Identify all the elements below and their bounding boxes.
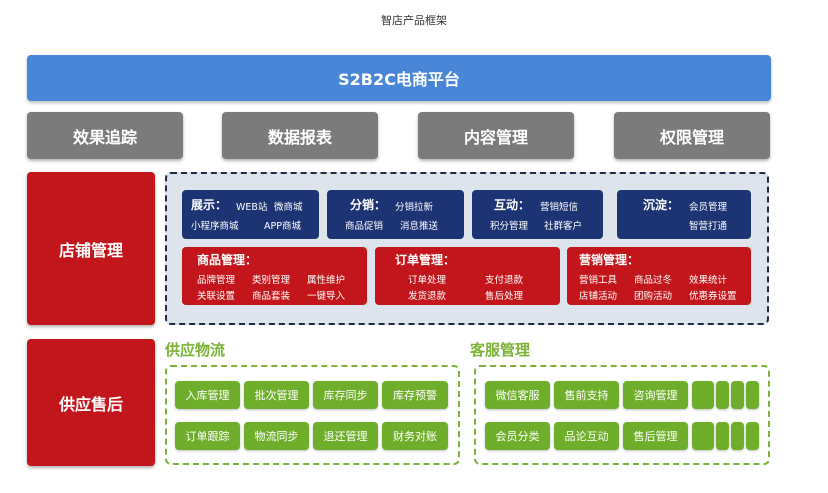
interaction-item: 营销短信 [540, 202, 579, 213]
placeholder-button[interactable] [746, 422, 759, 450]
wechat-service-button[interactable]: 微信客服 [485, 381, 550, 409]
logistics-section-title: 供应物流 [165, 341, 226, 359]
distribution-item: 分销拉新 [395, 202, 434, 213]
display-title: 展示： [191, 198, 228, 212]
retention-box: 沉淀： 会员管理 智营打通 [617, 190, 751, 239]
platform-banner: S2B2C电商平台 [27, 55, 771, 101]
module-content-management[interactable]: 内容管理 [418, 112, 574, 159]
module-effect-tracking[interactable]: 效果追踪 [27, 112, 183, 159]
order-item: 售后处理 [485, 291, 524, 302]
page-title: 智店产品框架 [381, 14, 447, 27]
presales-support-button[interactable]: 售前支持 [554, 381, 619, 409]
order-item: 支付退款 [485, 275, 524, 286]
placeholder-button[interactable] [731, 381, 744, 409]
distribution-item: 消息推送 [400, 221, 439, 232]
consultation-management-button[interactable]: 咨询管理 [623, 381, 688, 409]
module-data-report[interactable]: 数据报表 [222, 112, 378, 159]
order-management-box: 订单管理： 订单处理 支付退款 发货退款 售后处理 [375, 247, 560, 305]
product-management-box: 商品管理： 品牌管理 类别管理 属性维护 关联设置 商品套装 一键导入 [182, 247, 367, 305]
retention-title: 沉淀： [643, 198, 680, 212]
placeholder-button[interactable] [716, 422, 729, 450]
placeholder-button[interactable] [716, 381, 729, 409]
distribution-item: 商品促销 [345, 221, 384, 232]
inventory-sync-button[interactable]: 库存同步 [313, 381, 378, 409]
marketing-item: 店铺活动 [579, 291, 618, 302]
order-management-title: 订单管理： [395, 253, 456, 267]
marketing-management-title: 营销管理： [579, 253, 640, 267]
distribution-box: 分销： 分销拉新 商品促销 消息推送 [327, 190, 464, 239]
marketing-item: 优惠券设置 [689, 291, 737, 302]
placeholder-button[interactable] [692, 381, 714, 409]
service-section-title: 客服管理 [470, 341, 531, 359]
batch-management-button[interactable]: 批次管理 [244, 381, 309, 409]
aftersales-management-button[interactable]: 售后管理 [623, 422, 688, 450]
product-item: 属性维护 [307, 275, 346, 286]
display-item: 小程序商城 [191, 221, 239, 232]
display-item: APP商城 [264, 221, 301, 232]
logistics-frame [165, 365, 460, 465]
module-permission-management[interactable]: 权限管理 [614, 112, 770, 159]
retention-item: 智营打通 [689, 221, 728, 232]
product-item: 类别管理 [252, 275, 291, 286]
display-item: WEB站 [236, 202, 268, 213]
display-item: 微商城 [274, 202, 303, 213]
review-interaction-button[interactable]: 品论互动 [554, 422, 619, 450]
placeholder-button[interactable] [692, 422, 714, 450]
interaction-title: 互动： [494, 198, 531, 212]
finance-reconciliation-button[interactable]: 财务对账 [382, 422, 448, 450]
marketing-management-box: 营销管理： 营销工具 商品过冬 效果统计 店铺活动 团购活动 优惠券设置 [567, 247, 751, 305]
product-item: 品牌管理 [197, 275, 236, 286]
product-item: 商品套装 [252, 291, 291, 302]
store-management-label: 店铺管理 [27, 172, 155, 325]
member-classification-button[interactable]: 会员分类 [485, 422, 550, 450]
supply-aftersales-label: 供应售后 [27, 339, 155, 466]
distribution-title: 分销： [350, 198, 387, 212]
placeholder-button[interactable] [746, 381, 759, 409]
order-item: 订单处理 [408, 275, 447, 286]
product-item: 一键导入 [307, 291, 346, 302]
service-frame [474, 365, 770, 465]
marketing-item: 团购活动 [634, 291, 673, 302]
product-item: 关联设置 [197, 291, 236, 302]
order-item: 发货退款 [408, 291, 447, 302]
display-box: 展示： WEB站 微商城 小程序商城 APP商城 [182, 190, 319, 239]
marketing-item: 营销工具 [579, 275, 618, 286]
product-management-title: 商品管理： [197, 253, 258, 267]
interaction-item: 积分管理 [490, 221, 529, 232]
marketing-item: 效果统计 [689, 275, 728, 286]
inventory-alert-button[interactable]: 库存预警 [382, 381, 448, 409]
logistics-sync-button[interactable]: 物流同步 [244, 422, 309, 450]
interaction-box: 互动： 营销短信 积分管理 社群客户 [472, 190, 603, 239]
interaction-item: 社群客户 [544, 221, 583, 232]
return-management-button[interactable]: 退还管理 [313, 422, 378, 450]
inbound-management-button[interactable]: 入库管理 [175, 381, 240, 409]
placeholder-button[interactable] [731, 422, 744, 450]
marketing-item: 商品过冬 [634, 275, 673, 286]
retention-item: 会员管理 [689, 202, 728, 213]
order-tracking-button[interactable]: 订单跟踪 [175, 422, 240, 450]
